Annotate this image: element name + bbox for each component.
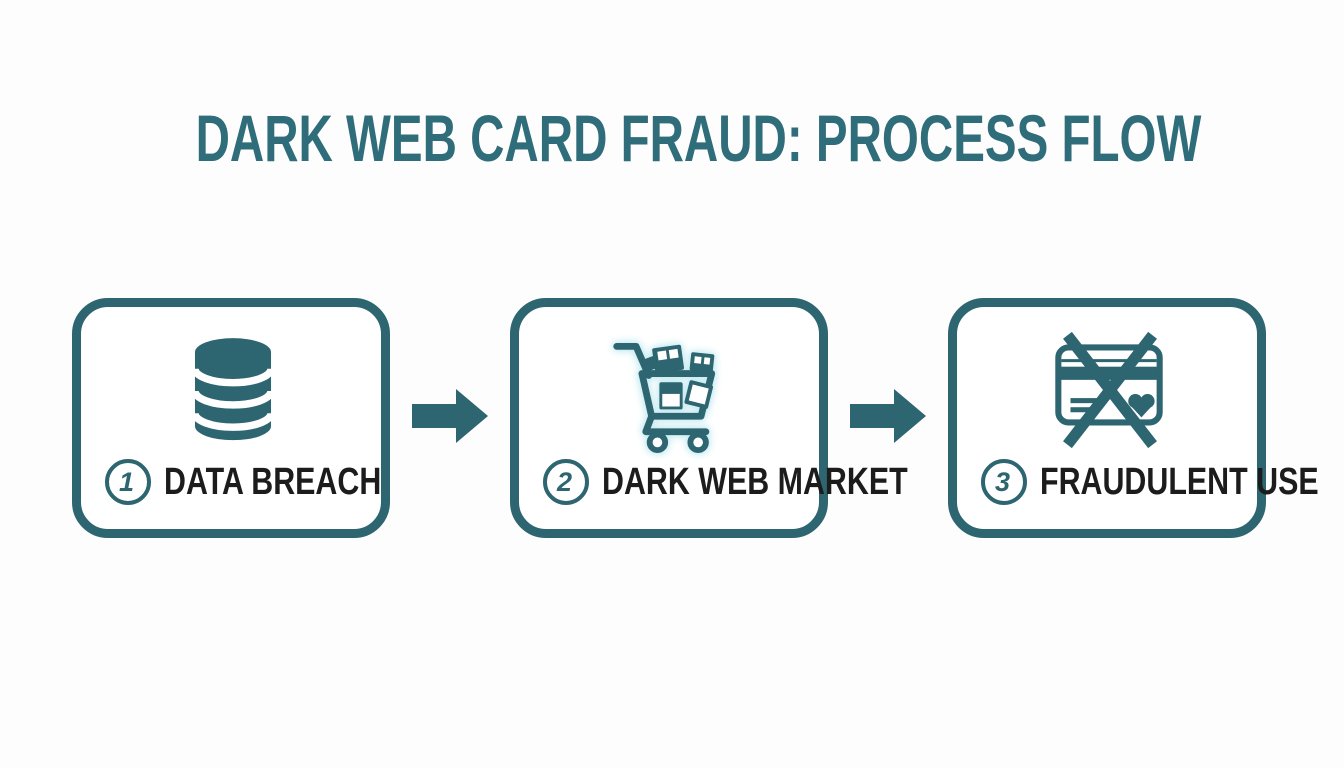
database-icon (105, 323, 361, 459)
step-number: 3 (994, 466, 1011, 497)
credit-card-crossed-icon (981, 323, 1237, 459)
diagram-title: DARK WEB CARD FRAUD: PROCESS FLOW (0, 100, 1344, 176)
process-flow-row: 1 DATA BREACH (72, 298, 1319, 538)
diagram-title-text: DARK WEB CARD FRAUD: PROCESS FLOW (195, 101, 1202, 175)
arrow-right-icon (850, 387, 926, 450)
step-card-dark-web-market: 2 DARK WEB MARKET (510, 298, 908, 538)
step-label: DATA BREACH (164, 460, 382, 503)
step-number-badge: 3 (981, 459, 1027, 505)
step-caption: 3 FRAUDULENT USE (981, 459, 1319, 505)
shopping-cart-icon (543, 323, 799, 459)
step-card-data-breach: 1 DATA BREACH (72, 298, 390, 538)
step-number-badge: 1 (105, 459, 151, 505)
step-number: 2 (556, 466, 573, 497)
step-label: DARK WEB MARKET (602, 460, 908, 503)
arrow-right-icon (412, 387, 488, 450)
step-card-fraudulent-use: 3 FRAUDULENT USE (948, 298, 1319, 538)
step-number: 1 (118, 466, 135, 497)
step-number-badge: 2 (543, 459, 589, 505)
step-caption: 2 DARK WEB MARKET (543, 459, 908, 505)
step-label: FRAUDULENT USE (1040, 460, 1319, 503)
step-caption: 1 DATA BREACH (105, 459, 381, 505)
